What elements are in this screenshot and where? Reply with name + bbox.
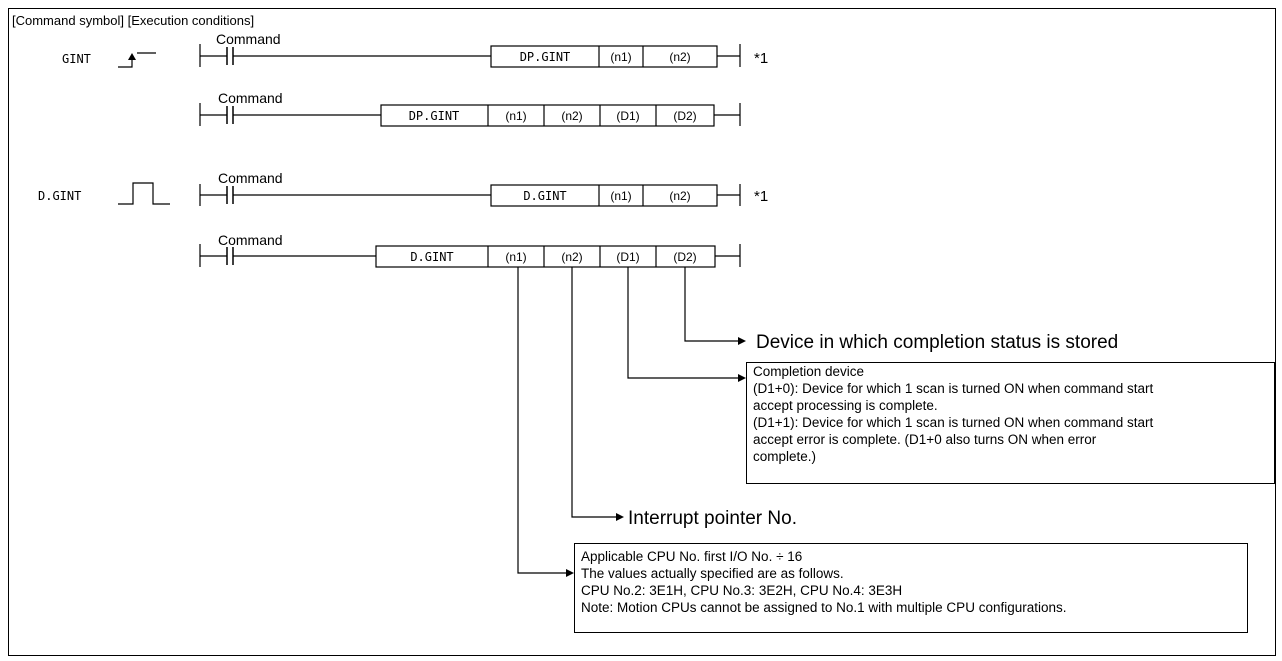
instruction-name: DP.GINT — [520, 50, 571, 64]
n1-line: CPU No.2: 3E1H, CPU No.3: 3E2H, CPU No.4… — [581, 583, 903, 598]
n1-description-box: Applicable CPU No. first I/O No. ÷ 16 Th… — [574, 543, 1248, 633]
footnote-marker: *1 — [754, 188, 768, 205]
instruction-name: D.GINT — [523, 189, 566, 203]
operand-n2: (n2) — [669, 189, 690, 203]
diagram-frame — [8, 8, 1276, 656]
d2-leader — [684, 267, 738, 342]
operand-d1: (D1) — [616, 109, 639, 123]
operand-n2: (n2) — [561, 109, 582, 123]
arrow-icon — [566, 569, 574, 577]
operand-d1: (D1) — [616, 250, 639, 264]
arrow-icon — [616, 513, 624, 521]
leader-lines — [517, 267, 746, 577]
d1-line: (D1+1): Device for which 1 scan is turne… — [753, 415, 1154, 430]
ladder-row-1: GINT Command DP.GINT (n1) (n2) *1 — [62, 31, 768, 68]
command-symbol-d-gint: D.GINT — [38, 189, 81, 203]
command-label: Command — [218, 232, 283, 248]
command-label: Command — [218, 170, 283, 186]
d1-description-box: Completion device (D1+0): Device for whi… — [746, 362, 1275, 484]
d1-line: (D1+0): Device for which 1 scan is turne… — [753, 381, 1154, 396]
operand-n1: (n1) — [505, 109, 526, 123]
arrow-icon — [738, 374, 746, 382]
n2-description: Interrupt pointer No. — [628, 508, 797, 529]
n2-leader — [571, 267, 616, 518]
d1-line: complete.) — [753, 449, 817, 464]
operand-n2: (n2) — [561, 250, 582, 264]
footnote-marker: *1 — [754, 50, 768, 67]
n1-line: Applicable CPU No. first I/O No. ÷ 16 — [581, 549, 803, 564]
d1-line: accept processing is complete. — [753, 398, 938, 413]
operand-n1: (n1) — [610, 50, 631, 64]
command-symbol-gint: GINT — [62, 52, 91, 66]
instruction-name: DP.GINT — [409, 109, 460, 123]
ladder-row-3: D.GINT Command D.GINT (n1) (n2) *1 — [38, 170, 768, 207]
operand-d2: (D2) — [673, 109, 696, 123]
pulse-icon — [118, 182, 170, 205]
d2-description: Device in which completion status is sto… — [756, 332, 1118, 353]
d1-leader — [627, 267, 738, 379]
operand-n1: (n1) — [610, 189, 631, 203]
rising-edge-arrow-icon — [128, 53, 136, 60]
operand-n2: (n2) — [669, 50, 690, 64]
command-label: Command — [218, 90, 283, 106]
n1-line: Note: Motion CPUs cannot be assigned to … — [581, 600, 1067, 615]
d1-line: Completion device — [753, 364, 865, 379]
header-text: [Command symbol] [Execution conditions] — [12, 13, 254, 28]
rising-edge-icon — [118, 58, 133, 68]
ladder-row-4: Command D.GINT (n1) (n2) (D1) (D2) — [199, 232, 741, 268]
n1-line: The values actually specified are as fol… — [581, 566, 844, 581]
operand-n1: (n1) — [505, 250, 526, 264]
d1-line: accept error is complete. (D1+0 also tur… — [753, 432, 1097, 447]
n1-leader — [517, 267, 566, 574]
arrow-icon — [738, 337, 746, 345]
operand-d2: (D2) — [673, 250, 696, 264]
instruction-name: D.GINT — [410, 250, 453, 264]
ladder-row-2: Command DP.GINT (n1) (n2) (D1) (D2) — [199, 90, 741, 127]
command-label: Command — [216, 31, 281, 47]
